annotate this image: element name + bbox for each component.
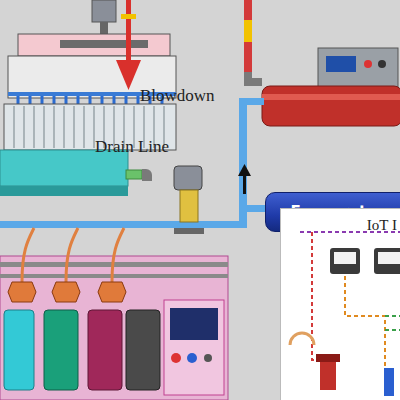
- pump-body: [180, 190, 198, 222]
- dosing-pump: [52, 282, 80, 302]
- dosing-pump: [8, 282, 36, 302]
- water-pipe: [0, 221, 247, 228]
- control-box: [318, 48, 398, 88]
- flow-label: Blowdown: [140, 86, 215, 106]
- node-label: IoT I: [367, 217, 397, 234]
- control-knob: [378, 60, 386, 68]
- chemical-drum: [88, 310, 122, 390]
- dosing-skid: [0, 256, 228, 400]
- control-screen: [326, 56, 356, 72]
- control-knob: [364, 60, 372, 68]
- skid-rail: [0, 274, 228, 278]
- fan-deck: [18, 34, 170, 56]
- chemical-drum: [126, 310, 160, 390]
- blowdown-arrow-head: [116, 60, 141, 90]
- pipe-elbow: [244, 72, 262, 86]
- chemical-drum: [4, 310, 34, 390]
- pipe-segment: [244, 42, 252, 72]
- controller-button: [204, 354, 212, 362]
- controller-button: [171, 353, 181, 363]
- pipe-segment: [244, 20, 252, 42]
- blowdown-arrow-shaft: [126, 0, 131, 64]
- fan-motor: [92, 0, 116, 22]
- controller-panel: [164, 300, 224, 395]
- controller-screen: [170, 308, 218, 340]
- pump-base: [174, 228, 204, 234]
- cylinder-highlight: [262, 94, 400, 100]
- condenser-cylinder: [262, 86, 400, 126]
- controller-button: [187, 353, 197, 363]
- water-pipe: [244, 205, 266, 212]
- flow-arrow-head: [238, 164, 251, 176]
- drain-elbow: [142, 169, 152, 181]
- dosing-pump: [98, 282, 126, 302]
- flow-label: Drain Line: [95, 137, 169, 157]
- blowdown-band: [121, 14, 136, 19]
- basin-floor: [0, 186, 128, 196]
- dosing-hose: [22, 228, 124, 282]
- iot-panel: IoT I: [280, 208, 400, 400]
- pipe-segment: [244, 0, 252, 20]
- fan-shaft: [100, 22, 108, 35]
- pump-motor: [174, 166, 202, 190]
- drain-pipe: [126, 170, 142, 179]
- chemical-drum: [44, 310, 78, 390]
- fan-blade: [60, 40, 148, 48]
